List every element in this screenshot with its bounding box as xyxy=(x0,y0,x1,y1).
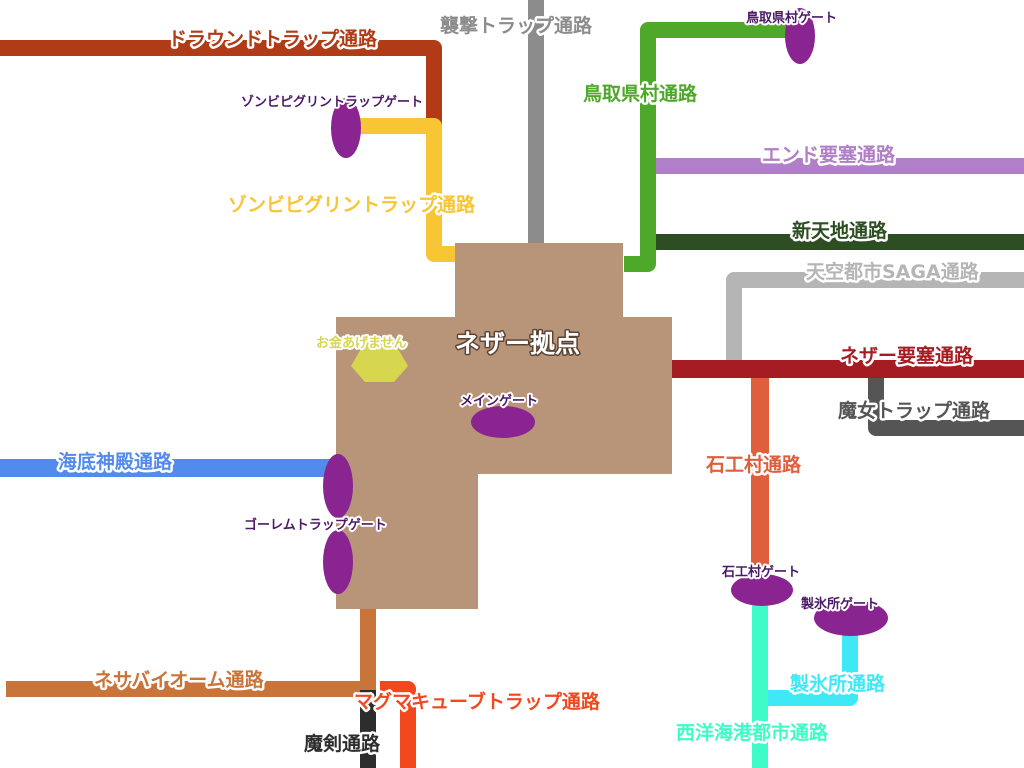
label-end: エンド要塞通路 xyxy=(762,143,896,166)
label-witch: 魔女トラップ通路 xyxy=(838,399,991,422)
label-gate-zombie-piglin: ゾンビピグリントラップゲート xyxy=(241,94,423,110)
label-gate-tottori: 鳥取県村ゲート xyxy=(746,10,837,26)
line-witch xyxy=(868,370,1024,436)
gate-sekkou[interactable] xyxy=(731,574,793,606)
gate-tottori[interactable] xyxy=(785,8,815,64)
label-maken: 魔剣通路 xyxy=(304,732,381,755)
gates xyxy=(323,8,888,636)
line-tottori xyxy=(624,22,800,272)
line-magma xyxy=(380,681,416,768)
label-shugeki: 襲撃トラップ通路 xyxy=(440,14,593,37)
money-hexagon xyxy=(351,342,408,382)
label-shintenchi: 新天地通路 xyxy=(792,219,888,242)
gate-golem-upper[interactable] xyxy=(323,454,353,518)
line-seihyo xyxy=(768,618,858,706)
label-gate-seihyo: 製氷所ゲート xyxy=(800,596,879,612)
gate-main[interactable] xyxy=(471,406,535,438)
label-gate-golem: ゴーレムトラップゲート xyxy=(244,517,387,533)
label-magma: マグマキューブトラップ通路 xyxy=(354,690,601,713)
label-money: お金あげません xyxy=(316,335,407,351)
label-zombie-piglin: ゾンビピグリントラップ通路 xyxy=(228,193,476,216)
hub-title: ネザー拠点 xyxy=(455,329,580,358)
label-sekkou: 石工村通路 xyxy=(705,453,802,476)
label-drownd: ドラウンドトラップ通路 xyxy=(168,27,378,50)
line-zombie-piglin xyxy=(354,118,460,262)
label-nether-fortress: ネザー要塞通路 xyxy=(840,344,974,367)
line-nether-biome xyxy=(6,608,376,697)
label-tottori: 鳥取県村通路 xyxy=(583,82,698,105)
label-saga: 天空都市SAGA通路 xyxy=(806,260,980,283)
line-saga xyxy=(726,272,1024,362)
label-nether-biome: ネサバイオーム通路 xyxy=(94,668,265,691)
gate-seihyo[interactable] xyxy=(814,600,888,636)
gate-golem-lower[interactable] xyxy=(323,530,353,594)
label-kaitei: 海底神殿通路 xyxy=(58,450,173,473)
passage-labels: ドラウンドトラップ通路 襲撃トラップ通路 鳥取県村通路 エンド要塞通路 新天地通… xyxy=(56,12,994,758)
label-gate-sekkou: 石工村ゲート xyxy=(721,564,800,580)
label-gate-main: メインゲート xyxy=(460,393,538,409)
label-seihyo: 製氷所通路 xyxy=(789,672,886,695)
gate-zombie-piglin[interactable] xyxy=(331,98,361,158)
label-seiyo: 西洋海港都市通路 xyxy=(676,721,829,744)
line-drownd xyxy=(0,40,442,150)
gate-labels: 鳥取県村ゲート ゾンビピグリントラップゲート メインゲート ゴーレムトラップゲー… xyxy=(239,8,881,614)
